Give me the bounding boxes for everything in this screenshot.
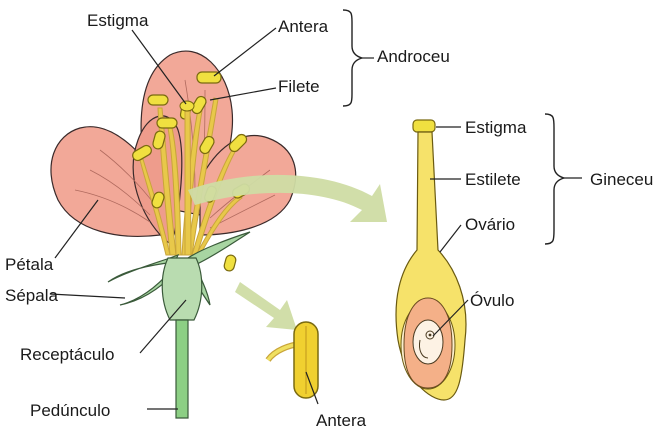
flower-stigma xyxy=(180,101,194,111)
arrow-to-anther xyxy=(235,282,297,330)
brace-gineceu xyxy=(545,114,564,244)
anther-10 xyxy=(223,254,237,272)
label-ovario: Ovário xyxy=(465,215,515,234)
pistil-stigma xyxy=(413,120,435,132)
label-receptaculo: Receptáculo xyxy=(20,345,115,364)
label-gineceu: Gineceu xyxy=(590,170,653,189)
isolated-anther xyxy=(268,322,318,398)
label-estilete: Estilete xyxy=(465,170,521,189)
brace-androceu xyxy=(343,10,362,106)
label-sepala: Sépala xyxy=(5,286,58,305)
receptacle xyxy=(162,258,202,320)
label-petala: Pétala xyxy=(5,255,54,274)
label-androceu: Androceu xyxy=(377,47,450,66)
label-pedunculo: Pedúnculo xyxy=(30,401,110,420)
isolated-pistil xyxy=(396,120,466,400)
ovule xyxy=(413,320,443,364)
label-estigma-pistil: Estigma xyxy=(465,118,527,137)
anther-1 xyxy=(148,95,168,105)
label-antera-top: Antera xyxy=(278,17,329,36)
label-filete: Filete xyxy=(278,77,320,96)
label-ovulo: Óvulo xyxy=(470,291,514,310)
peduncle xyxy=(176,320,188,418)
anther-2 xyxy=(157,118,177,128)
flower-style xyxy=(185,110,191,255)
label-estigma-flower: Estigma xyxy=(87,11,149,30)
label-antera-bottom: Antera xyxy=(316,411,367,430)
